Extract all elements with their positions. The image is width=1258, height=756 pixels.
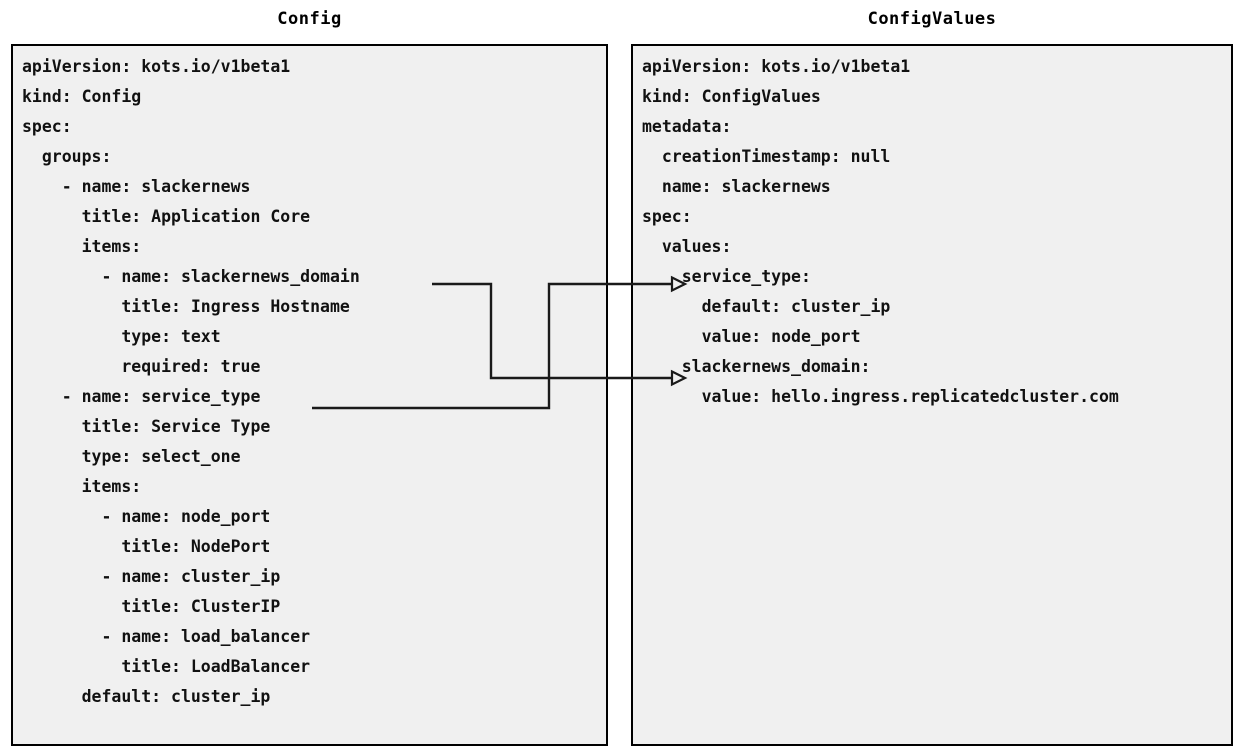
config-yaml-code: apiVersion: kots.io/v1beta1 kind: Config s… <box>22 52 606 712</box>
configvalues-yaml-code: apiVersion: kots.io/v1beta1 kind: ConfigV… <box>642 52 1231 412</box>
configvalues-yaml-panel: apiVersion: kots.io/v1beta1 kind: ConfigV… <box>631 44 1233 746</box>
code-line: type: select_one <box>22 447 241 466</box>
code-line: required: true <box>22 357 261 376</box>
code-line: items: <box>22 477 142 496</box>
code-line: - name: slackernews <box>22 177 251 196</box>
code-line: groups: <box>22 147 112 166</box>
code-line: metadata: <box>642 117 732 136</box>
code-line: apiVersion: kots.io/v1beta1 <box>22 57 291 76</box>
code-line: spec: <box>642 207 692 226</box>
code-line: - name: cluster_ip <box>22 567 281 586</box>
code-line: title: LoadBalancer <box>22 657 311 676</box>
code-line: - name: slackernews_domain <box>22 267 360 286</box>
panel-title-config: Config <box>277 9 342 29</box>
panel-title-configvalues: ConfigValues <box>867 9 997 29</box>
code-line: value: hello.ingress.replicatedcluster.c… <box>642 387 1119 406</box>
code-line: slackernews_domain: <box>642 357 871 376</box>
code-line: value: node_port <box>642 327 861 346</box>
code-line: title: Ingress Hostname <box>22 297 350 316</box>
code-line: name: slackernews <box>642 177 831 196</box>
config-yaml-panel: apiVersion: kots.io/v1beta1 kind: Config s… <box>11 44 608 746</box>
code-line: type: text <box>22 327 221 346</box>
code-line: kind: ConfigValues <box>642 87 821 106</box>
code-line: default: cluster_ip <box>22 687 271 706</box>
code-line: title: NodePort <box>22 537 271 556</box>
code-line: kind: Config <box>22 87 142 106</box>
code-line: title: Service Type <box>22 417 271 436</box>
code-line: items: <box>22 237 142 256</box>
code-line: - name: node_port <box>22 507 271 526</box>
code-line: values: <box>642 237 732 256</box>
code-line: creationTimestamp: null <box>642 147 891 166</box>
code-line: spec: <box>22 117 72 136</box>
code-line: title: Application Core <box>22 207 311 226</box>
code-line: title: ClusterIP <box>22 597 281 616</box>
code-line: apiVersion: kots.io/v1beta1 <box>642 57 911 76</box>
code-line: - name: load_balancer <box>22 627 311 646</box>
code-line: default: cluster_ip <box>642 297 891 316</box>
code-line: service_type: <box>642 267 811 286</box>
code-line: - name: service_type <box>22 387 261 406</box>
